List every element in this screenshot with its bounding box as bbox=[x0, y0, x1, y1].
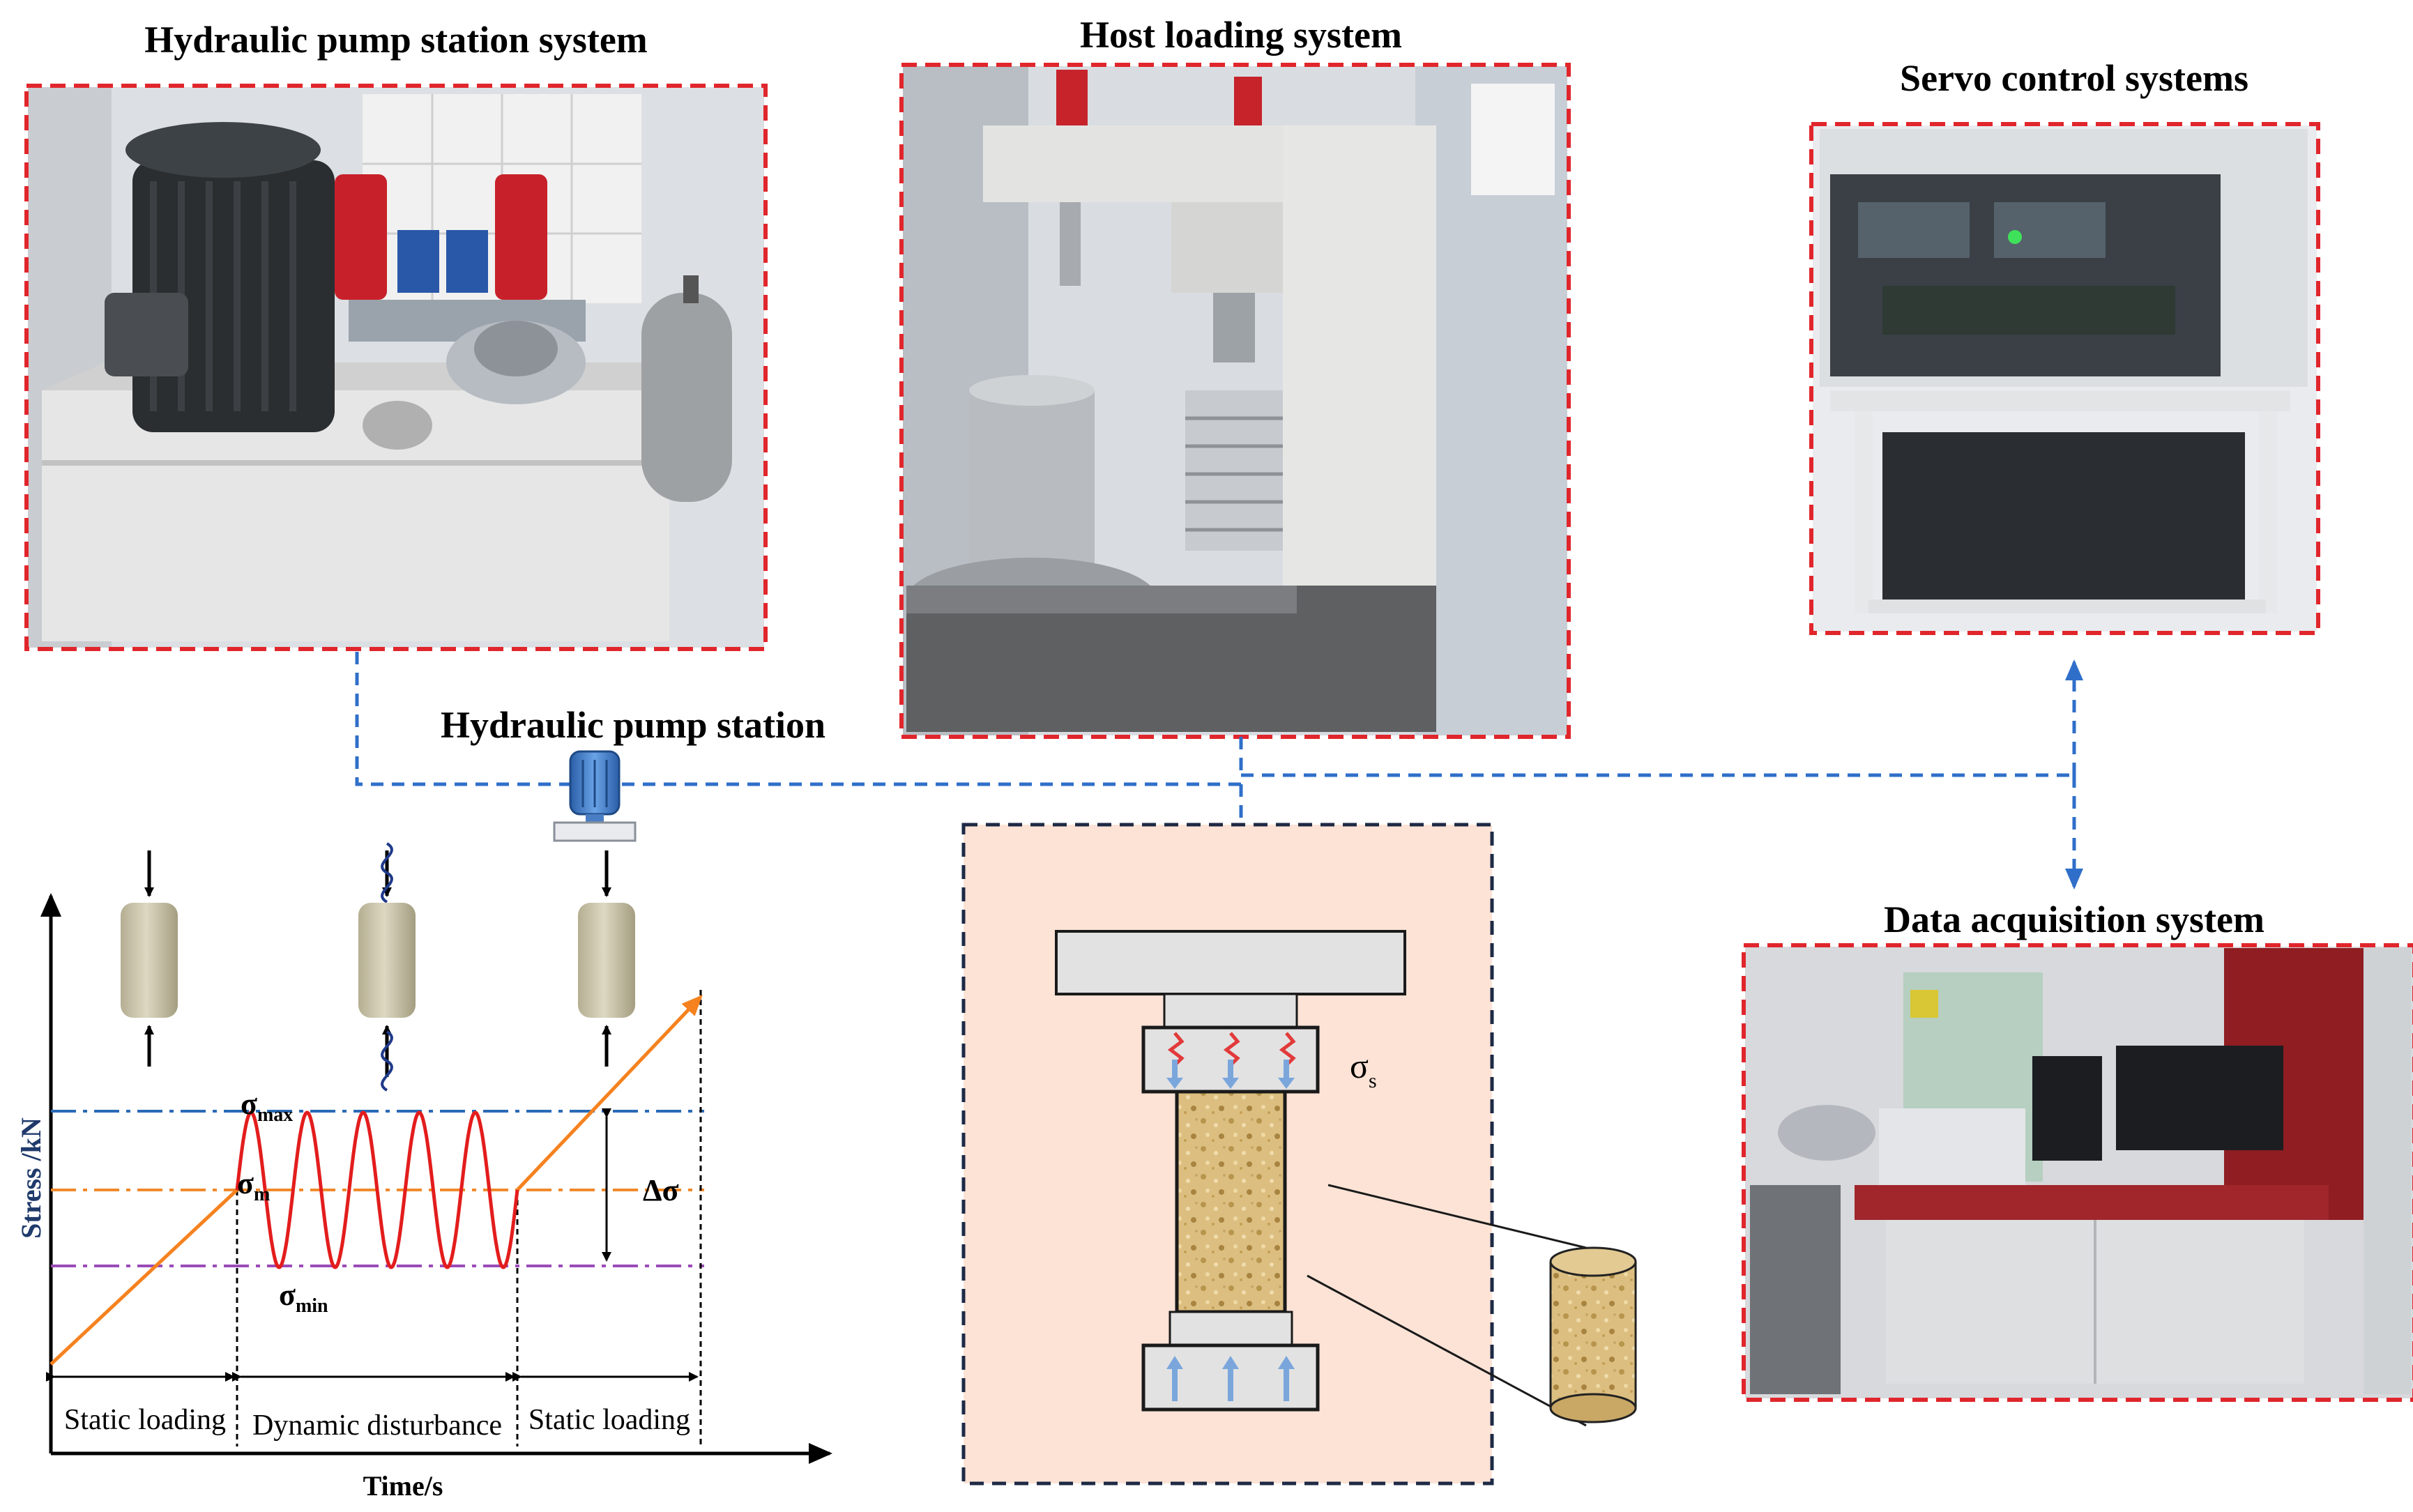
x-axis-label: Time/s bbox=[363, 1470, 443, 1502]
title-hydraulic-pump-station: Hydraulic pump station bbox=[441, 704, 825, 746]
phase-label-static-1: Static loading bbox=[64, 1404, 226, 1436]
sample-cylinder-detail bbox=[1549, 1246, 1637, 1423]
title-pump-station-system: Hydraulic pump station system bbox=[144, 19, 648, 61]
sigma-max-label: σmax bbox=[241, 1087, 293, 1126]
servo-control-photo bbox=[1813, 125, 2317, 632]
phase-label-dynamic: Dynamic disturbance bbox=[252, 1410, 502, 1442]
static-ramp-2 bbox=[516, 995, 703, 1191]
phase-label-static-2: Static loading bbox=[528, 1404, 690, 1436]
dynamic-disturbance-wave bbox=[235, 1110, 519, 1269]
title-data-acquisition-system: Data acquisition system bbox=[1884, 899, 2264, 940]
servo-control-frame bbox=[1809, 122, 2320, 635]
stress-time-chart: Stress /kN Time/s Δσ σmax σm σmin Sta bbox=[15, 842, 832, 1502]
static-sample-icon-1 bbox=[121, 850, 178, 1067]
title-host-loading-system: Host loading system bbox=[1080, 14, 1402, 56]
sigma-mean-label: σm bbox=[237, 1166, 270, 1205]
sigma-s-label: σs bbox=[1350, 1046, 1377, 1092]
data-acquisition-photo bbox=[1745, 947, 2413, 1398]
host-loading-frame bbox=[899, 63, 1571, 739]
data-acquisition-frame bbox=[1742, 943, 2413, 1402]
pump-station-frame bbox=[24, 84, 768, 651]
title-servo-control-systems: Servo control systems bbox=[1900, 57, 2248, 99]
static-sample-icon-2 bbox=[578, 850, 635, 1067]
pump-station-photo bbox=[28, 87, 764, 648]
system-connectors bbox=[355, 652, 2083, 906]
host-loading-photo bbox=[903, 66, 1567, 735]
delta-sigma-label: Δσ bbox=[643, 1173, 679, 1207]
sigma-min-label: σmin bbox=[279, 1278, 328, 1317]
specimen-loading-schematic: σs bbox=[961, 823, 1637, 1486]
dynamic-sample-icon bbox=[358, 842, 416, 1092]
hydraulic-pump-icon bbox=[553, 750, 637, 842]
y-axis-label: Stress /kN bbox=[15, 1117, 47, 1239]
static-ramp-1 bbox=[50, 1189, 238, 1366]
